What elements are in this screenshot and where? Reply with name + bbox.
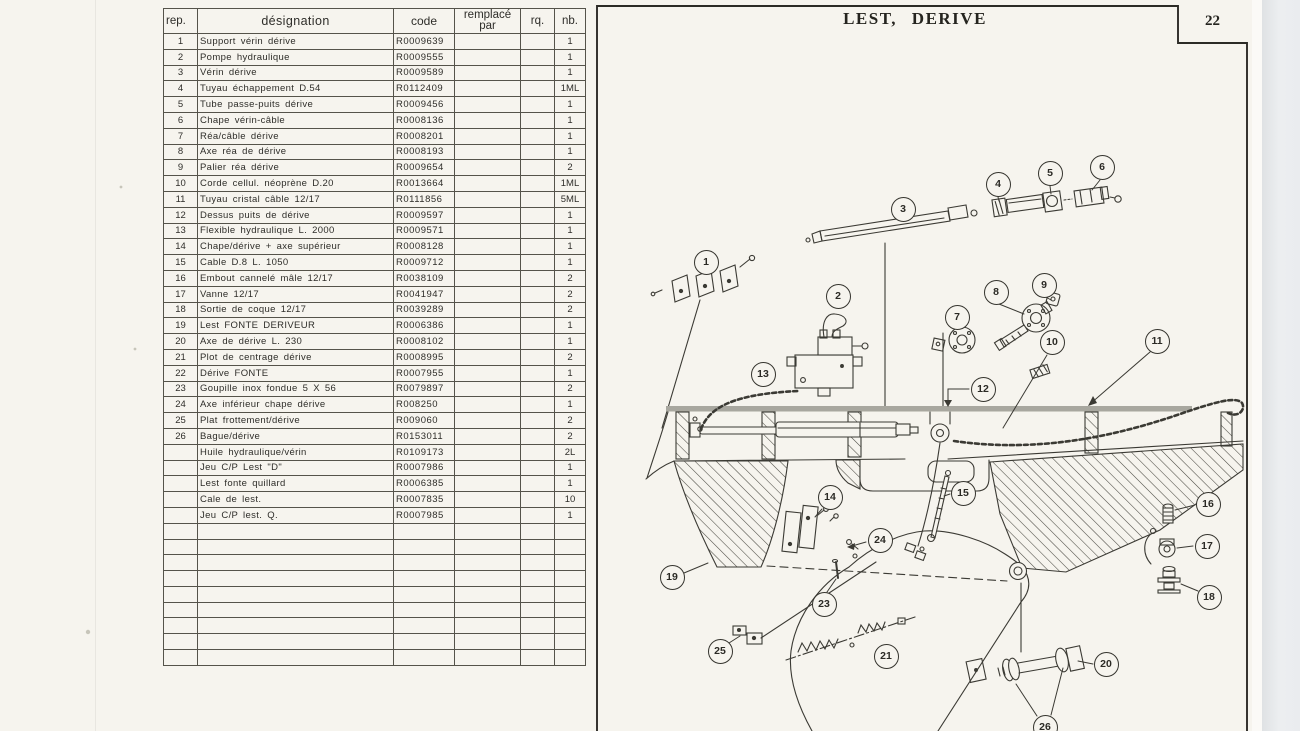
- parts-table: rep. désignation code remplacé par rq. n…: [163, 8, 586, 666]
- cable-fittings: [991, 185, 1122, 218]
- deck-assembly: [646, 406, 1233, 479]
- callout-10: 10: [1039, 329, 1065, 355]
- callout-9: 9: [1031, 272, 1057, 298]
- cell-nb: [554, 649, 586, 666]
- derive-axle: [965, 645, 1085, 684]
- callout-3: 3: [890, 196, 916, 222]
- table-row: [163, 554, 586, 572]
- callout-12: 12: [970, 376, 996, 402]
- callout-19: 19: [659, 564, 685, 590]
- callout-14: 14: [817, 484, 843, 510]
- table-row: [163, 585, 586, 603]
- parts-table-wrap: rep. désignation code remplacé par rq. n…: [163, 8, 586, 666]
- callout-18: 18: [1196, 584, 1222, 610]
- table-row: [163, 633, 586, 651]
- hydraulic-cylinder: [805, 204, 978, 407]
- table-row: [163, 522, 586, 540]
- callout-7: 7: [944, 304, 970, 330]
- scan-background: [1262, 0, 1300, 731]
- callout-2: 2: [825, 283, 851, 309]
- support-verin-plates: [650, 254, 756, 429]
- table-row: [163, 649, 586, 666]
- cell-nb: 1: [554, 238, 586, 256]
- table-row: [163, 617, 586, 635]
- header-remplace-line1: remplacé: [463, 9, 512, 21]
- header-remplace-line2: par: [479, 20, 496, 32]
- callout-21: 21: [873, 643, 899, 669]
- callout-1: 1: [693, 249, 719, 275]
- leader-arrowheads: [847, 396, 1097, 550]
- rea-discs: [931, 291, 1061, 407]
- header-rq: rq.: [520, 8, 555, 34]
- callout-13: 13: [750, 361, 776, 387]
- through-hull-fittings: [1144, 503, 1181, 594]
- header-designation: désignation: [197, 8, 394, 34]
- callout-24: 24: [867, 527, 893, 553]
- cell-nb: 1ML: [554, 80, 586, 98]
- page-right-edge: [1252, 0, 1262, 731]
- page-left-edge: [95, 0, 96, 731]
- callout-8: 8: [983, 279, 1009, 305]
- beaded-cables: [699, 389, 1245, 447]
- callout-11: 11: [1144, 328, 1170, 354]
- callout-15: 15: [950, 480, 976, 506]
- callout-6: 6: [1089, 154, 1115, 180]
- callout-20: 20: [1093, 651, 1119, 677]
- callout-26: 26: [1032, 714, 1058, 731]
- callout-25: 25: [707, 638, 733, 664]
- callout-17: 17: [1194, 533, 1220, 559]
- centering-springs: [785, 616, 916, 661]
- callout-5: 5: [1037, 160, 1063, 186]
- callout-23: 23: [811, 591, 837, 617]
- hydraulic-pump: [786, 313, 869, 397]
- chape-plates: [781, 504, 839, 554]
- friction-plates: [732, 561, 877, 645]
- centerboard: [766, 442, 1030, 731]
- callout-16: 16: [1195, 491, 1221, 517]
- hull-ballast: [645, 440, 1244, 573]
- diagram-title: LEST, DERIVE: [843, 9, 987, 28]
- cell-nb: 1: [554, 127, 586, 145]
- header-rep: rep.: [163, 8, 198, 34]
- header-remplace: remplacé par: [454, 8, 521, 34]
- page-number: 22: [1205, 13, 1220, 29]
- table-row: [163, 538, 586, 556]
- header-code: code: [393, 8, 455, 34]
- cell-nb: 1: [554, 222, 586, 240]
- callout-4: 4: [985, 171, 1011, 197]
- parts-table-header: rep. désignation code remplacé par rq. n…: [163, 8, 586, 34]
- leader-lines: [683, 179, 1199, 717]
- header-nb: nb.: [554, 8, 586, 34]
